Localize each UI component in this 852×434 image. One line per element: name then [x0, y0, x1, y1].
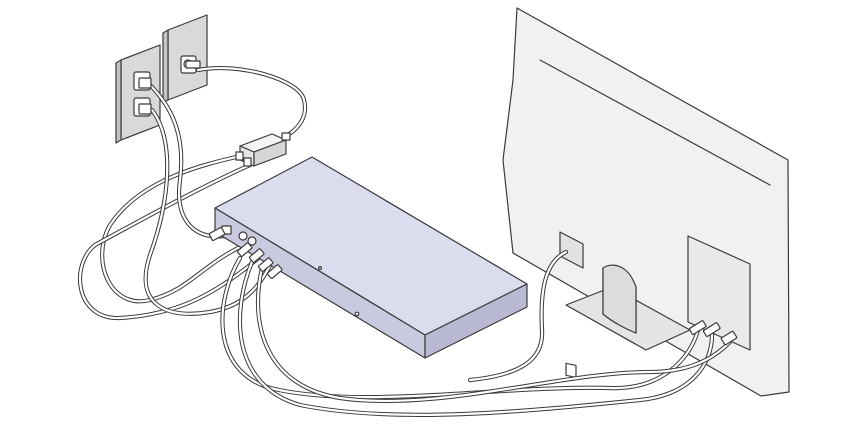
coaxial-connector-icon: [702, 322, 721, 338]
coaxial-connector-icon: [185, 60, 201, 69]
connectors: [138, 60, 738, 346]
coaxial-connector-icon: [266, 264, 283, 279]
tv-back-ridge: [539, 59, 771, 186]
power-plug-icon: [138, 103, 152, 115]
cables: [77, 65, 733, 417]
coaxial-connector-icon: [236, 242, 253, 257]
wall-power-outlet-edge: [115, 59, 122, 144]
tv-power-socket: [559, 231, 584, 269]
cable-antenna-to-splitter: [195, 65, 308, 139]
power-plug-icon: [720, 330, 738, 346]
tv-back: [502, 7, 790, 397]
coaxial-connector-icon: [257, 257, 274, 272]
antenna-splitter-icon: [235, 132, 291, 167]
power-plug-icon: [138, 77, 152, 89]
recorder-side-face: [424, 283, 528, 359]
power-plug-icon: [208, 226, 226, 242]
wall-outlets: [115, 14, 208, 144]
tv-stand-neck-front: [602, 264, 637, 334]
coaxial-connector-icon: [688, 320, 707, 336]
coaxial-connector-icon: [248, 248, 265, 263]
wall-antenna-outlet-edge: [162, 29, 169, 104]
recorder: [214, 156, 528, 359]
tv-power-plug-icon: [565, 362, 577, 379]
